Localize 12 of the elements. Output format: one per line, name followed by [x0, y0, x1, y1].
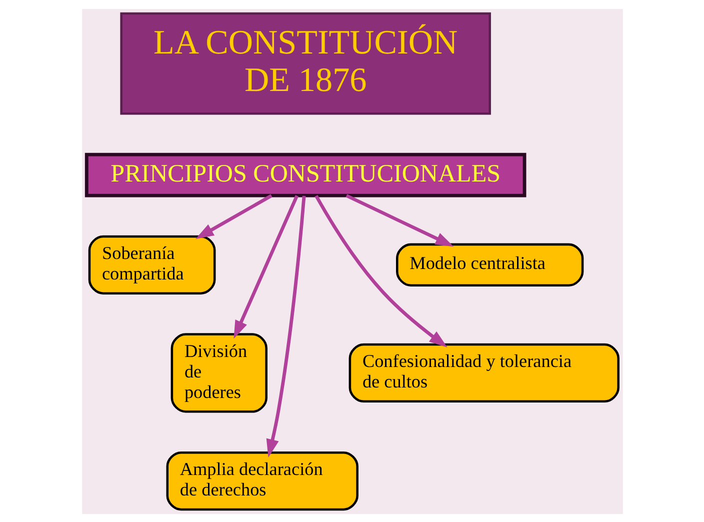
node-box: Soberanía compartida	[88, 234, 216, 294]
arrow	[195, 194, 272, 238]
node-box: LA CONSTITUCIÓN DE 1876	[120, 12, 490, 114]
node-box: Modelo centralista	[396, 242, 584, 286]
arrow	[266, 195, 306, 457]
arrow	[233, 194, 298, 338]
node-box: Amplia declaración de derechos	[166, 450, 358, 510]
arrow	[314, 194, 447, 347]
arrow	[345, 194, 454, 246]
node-box: Confesionalidad y tolerancia de cultos	[348, 342, 619, 402]
node-box: División de poderes	[170, 332, 267, 412]
node-box: PRINCIPIOS CONSTITUCIONALES	[84, 152, 526, 197]
